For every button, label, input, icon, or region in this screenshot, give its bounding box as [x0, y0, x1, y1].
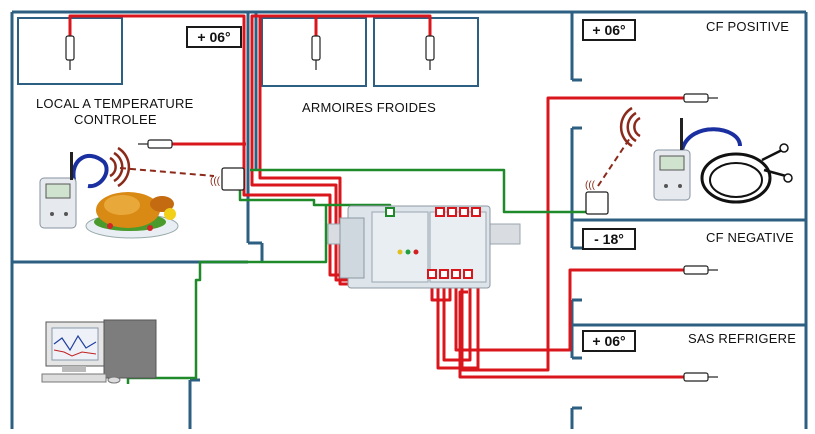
wifi-waves-icon: [109, 106, 641, 188]
svg-text:(((: (((: [585, 180, 596, 191]
armoires-cabinets: [17, 17, 479, 87]
temperature-badge-local: + 06°: [186, 26, 242, 48]
frying-pan-icon: [700, 143, 793, 204]
floor-plan-walls: [10, 10, 808, 429]
armoire-cabinet-1: [261, 17, 367, 87]
zone-label-local-line1: LOCAL A TEMPERATURE: [36, 96, 194, 111]
temperature-probe-icon: [65, 35, 718, 382]
zone-label-cf-positive: CF POSITIVE: [706, 19, 790, 34]
zone-label-armoires: ARMOIRES FROIDES: [302, 100, 436, 115]
radio-links: [119, 137, 631, 187]
wireless-receiver-cfpos: (((: [585, 180, 609, 215]
din-rail-datalogger: [327, 205, 521, 289]
red-wires: [68, 14, 684, 379]
handheld-thermometer-icon-cf: [653, 118, 742, 201]
temperature-badge-sas: + 06°: [582, 330, 636, 352]
desktop-computer-icon: [41, 319, 157, 384]
zone-label-local-line2: CONTROLEE: [74, 112, 157, 127]
wireless-receiver-local: (((: [210, 167, 245, 191]
svg-text:(((: (((: [210, 176, 221, 187]
temperature-badge-cf-negative: - 18°: [582, 228, 636, 250]
zone-label-cf-negative: CF NEGATIVE: [706, 230, 794, 245]
handheld-thermometer-icon: [39, 152, 109, 229]
zone-label-sas: SAS REFRIGERE: [688, 331, 797, 346]
armoire-cabinet-2: [373, 17, 479, 87]
temperature-badge-cf-positive: + 06°: [582, 19, 636, 41]
roast-chicken-icon: [85, 192, 179, 239]
